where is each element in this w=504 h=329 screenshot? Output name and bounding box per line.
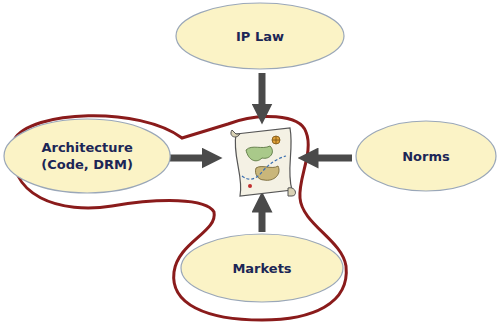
node-label: Markets [232,260,291,277]
ellipse-outline [356,121,496,191]
arrow [308,155,352,162]
arrow [259,202,266,232]
arrow [167,155,212,162]
ellipse-outline [181,234,343,302]
node-label: IP Law [236,28,284,45]
ellipse-node: Markets [180,233,344,303]
ellipse-shape [3,118,171,194]
ellipse-outline [4,119,170,193]
arrow [259,73,266,114]
node-label: Architecture (Code, DRM) [32,139,142,173]
ellipse-node: IP Law [175,2,345,70]
ellipse-node: Norms [355,120,497,192]
region-outline [13,116,346,320]
node-label: Norms [402,148,450,165]
ellipse-outline [176,3,344,69]
map-scroll [231,128,296,196]
ellipse-node: Architecture (Code, DRM) [3,118,171,194]
